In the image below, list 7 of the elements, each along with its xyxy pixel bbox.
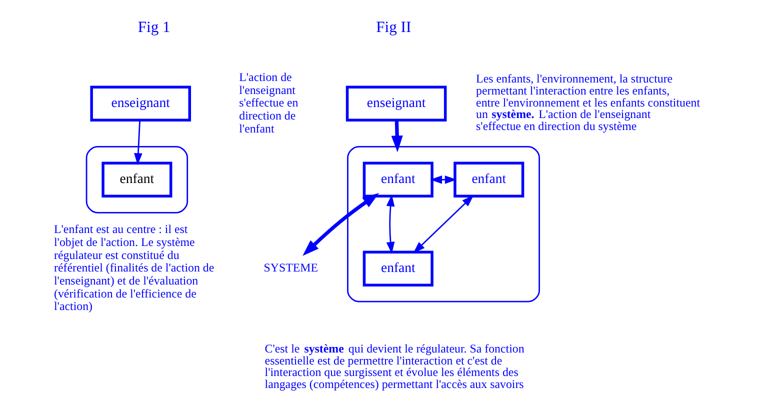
label: L'enfant est au centre : il est l'objet de l'action. Le système régulateur est constitué du référentiel (finalités de l'action de l'enseignant) et de l'évaluation (vérification de l'efficience de l'action) <box>54 222 214 314</box>
node-text: SYSTEME <box>264 260 318 275</box>
label: L'action de l'enseignant s'effectue en direction de l'enfant <box>239 70 298 136</box>
label: Fig II <box>376 19 412 36</box>
label: Les enfants, l'environnement, la structure permettant l'interaction entre les enfants, entre l'environnement et les enfants constituent un système. L'action de l'enseignant s'effectue en direction du système <box>476 71 700 134</box>
label: Fig 1 <box>138 19 170 36</box>
label: C'est le système qui devient le régulateur. Sa fonction essentielle est de permettre l'interaction et c'est de l'interaction que surgissent et évolue les éléments des langages (compétences) permettant l'accès aux savoirs <box>264 341 524 392</box>
